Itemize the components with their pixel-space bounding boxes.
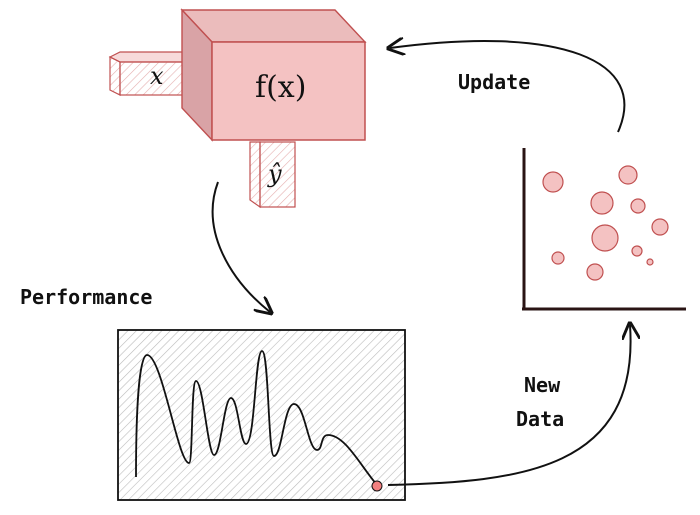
input-label: x xyxy=(150,62,164,90)
data-point xyxy=(618,165,638,185)
data-point xyxy=(646,258,654,266)
data-point xyxy=(651,218,669,236)
new-data-label-line1: New xyxy=(524,373,561,397)
arrow-to-performance xyxy=(211,181,270,312)
performance-label: Performance xyxy=(20,285,153,309)
data-point xyxy=(551,251,565,265)
function-label: f(x) xyxy=(255,70,307,105)
output-prism xyxy=(249,141,296,209)
data-point xyxy=(631,245,643,257)
data-point xyxy=(586,263,604,281)
arrow-to-new-data xyxy=(387,325,631,486)
update-label: Update xyxy=(458,70,531,94)
new-data-scatter xyxy=(522,148,686,311)
data-point xyxy=(630,198,646,214)
current-point xyxy=(371,480,383,492)
performance-curve xyxy=(135,350,378,486)
new-data-label-line2: Data xyxy=(516,407,565,431)
model-box xyxy=(180,8,367,142)
data-point xyxy=(590,191,614,215)
arrow-update xyxy=(390,41,626,133)
output-label: ŷ xyxy=(268,160,282,188)
performance-chart xyxy=(117,329,406,501)
data-point xyxy=(591,224,619,252)
data-point xyxy=(542,171,564,193)
